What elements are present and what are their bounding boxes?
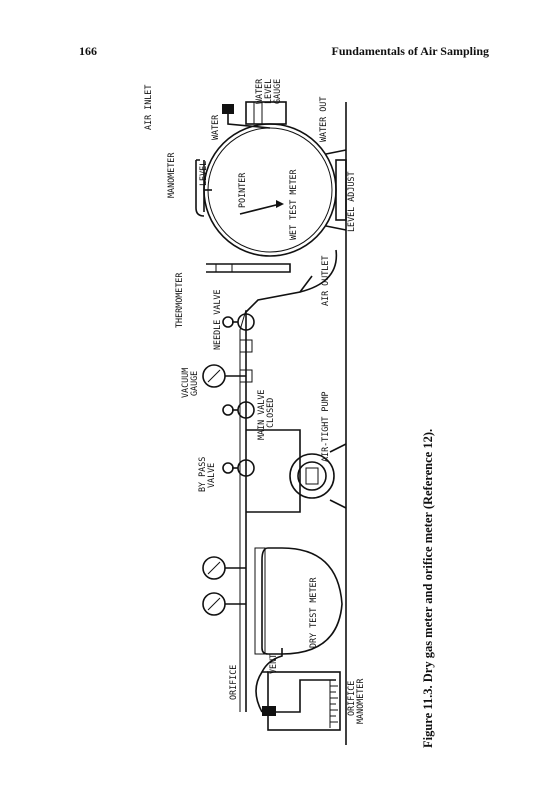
manometer-tube-outer <box>195 160 205 217</box>
orifice-fitting <box>255 671 268 713</box>
label-air-inlet: AIR INLET <box>143 85 153 130</box>
label-orifice: ORIFICE <box>228 665 238 700</box>
label-air-tight-pump: AIR-TIGHT PUMP <box>320 391 330 462</box>
orifice-plate <box>262 706 276 716</box>
label-needle-valve: NEEDLE VALVE <box>212 289 222 350</box>
label-dry-test-meter: DRY TEST METER <box>308 576 318 648</box>
drum-leg-1 <box>325 225 347 231</box>
vacuum-gauge-needle <box>207 369 221 383</box>
label-air-outlet: AIR OUTLET <box>320 256 330 306</box>
page-number: 166 <box>79 44 97 58</box>
water-valve <box>222 104 234 114</box>
by-pass-valve-handle <box>222 462 234 474</box>
label-by-pass-valve-2: VALVE <box>206 463 216 488</box>
label-orifice-manometer-1: ORIFICE <box>346 681 356 716</box>
label-main-valve-2: CLOSED <box>265 398 275 428</box>
air-outlet-tube <box>299 249 338 293</box>
running-title: Fundamentals of Air Sampling <box>331 44 489 58</box>
main-air-line <box>245 275 313 712</box>
air-tight-pump <box>289 453 335 499</box>
dry-test-meter-top <box>254 547 266 655</box>
pump-leg-1 <box>329 443 347 453</box>
label-manometer: MANOMETER <box>166 152 176 198</box>
label-vacuum-gauge-2: GAUGE <box>189 371 199 396</box>
label-orifice-manometer-2: MANOMETER <box>355 678 365 724</box>
thermometer-stem <box>206 263 291 273</box>
label-level: LEVEL <box>198 161 208 186</box>
pointer-needle <box>239 203 281 215</box>
label-water-level-gauge-1: WATER <box>254 78 264 104</box>
pointer-tip <box>276 200 284 208</box>
orifice-scale-ticks <box>330 685 338 723</box>
label-level-adjust: LEVEL ADJUST <box>346 171 356 232</box>
label-vent: VENT <box>268 654 278 674</box>
wet-test-meter-dial <box>207 127 333 253</box>
label-wet-test-meter: WET TEST METER <box>288 168 298 240</box>
gauge-2-needle <box>207 561 221 575</box>
pump-leg-2 <box>329 499 347 509</box>
wet-test-meter-drum <box>203 123 337 257</box>
vent-pipe <box>261 648 283 673</box>
label-main-valve-1: MAIN VALVE <box>256 390 266 440</box>
air-tight-pump-inner <box>297 461 327 491</box>
needle-valve-handle <box>222 316 234 328</box>
dry-test-meter-body <box>261 547 343 655</box>
drum-leg-2 <box>325 149 347 155</box>
level-adjust-base <box>335 159 347 221</box>
label-pointer: POINTER <box>237 172 247 208</box>
label-water-level-gauge-2: LEVEL <box>263 79 273 104</box>
needle-valve-fitting <box>239 339 253 353</box>
manometer-tube-inner <box>196 159 205 212</box>
label-by-pass-valve-1: BY PASS <box>197 457 207 492</box>
vacuum-gauge-tee <box>239 369 253 383</box>
label-vacuum-gauge-1: VACUUM <box>180 368 190 398</box>
orifice-manometer-box <box>267 671 341 731</box>
main-valve-handle <box>222 404 234 416</box>
label-water-level-gauge-3: GAUGE <box>272 79 282 104</box>
water-level-gauge <box>245 101 287 125</box>
figure-caption: Figure 11.3. Dry gas meter and orifice m… <box>421 429 435 748</box>
label-water-out: WATER OUT <box>318 97 328 142</box>
label-water: WATER <box>210 114 220 140</box>
gauge-1-needle <box>207 597 221 611</box>
label-thermometer: THERMOMETER <box>174 272 184 328</box>
main-air-line-inner <box>239 309 247 712</box>
air-tight-pump-core <box>305 467 319 485</box>
orifice-manometer-tube <box>270 679 336 713</box>
bypass-loop <box>246 429 301 513</box>
